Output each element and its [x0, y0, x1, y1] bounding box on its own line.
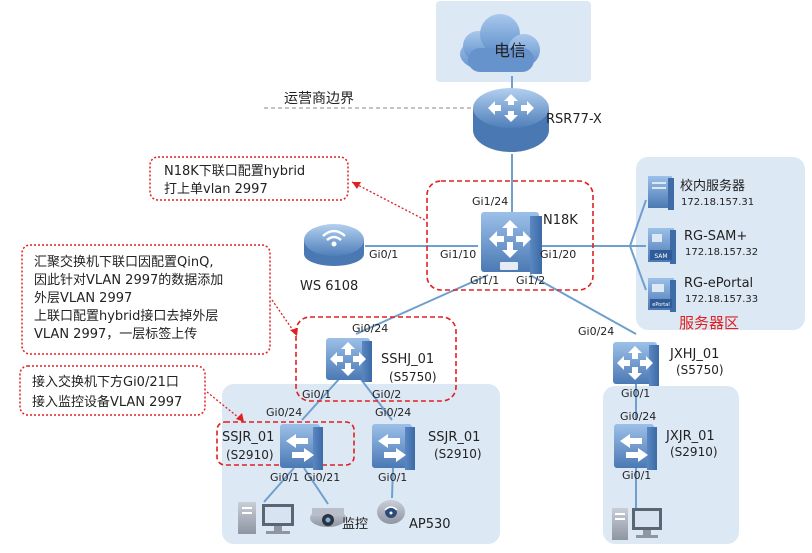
port-n18k-dl1: Gi1/1 — [470, 274, 499, 287]
server-2-ip: 172.18.157.32 — [685, 247, 758, 258]
access-switch-icon — [614, 424, 657, 470]
agg-note-line-4: 上联口配置hybrid接口去掉外层 — [34, 308, 218, 324]
port-ssjr1-dl1: Gi0/1 — [270, 471, 299, 484]
n18k-label: N18K — [543, 213, 578, 228]
server-1-ip: 172.18.157.31 — [681, 197, 754, 208]
agg-note-line-3: 外层VLAN 2997 — [34, 291, 132, 306]
cloud-icon — [460, 14, 540, 72]
server-3-name: RG-ePortal — [684, 276, 753, 291]
wireless-controller-icon — [304, 224, 364, 266]
port-jxjr-up: Gi0/24 — [620, 410, 656, 423]
agg-note-line-1: 汇聚交换机下联口因配置QinQ, — [34, 254, 213, 270]
agg-note-line-2: 因此针对VLAN 2997的数据添加 — [34, 272, 223, 288]
jxhj-model: (S5750) — [676, 363, 724, 377]
n18k-note-line-1: N18K下联口配置hybrid — [164, 164, 305, 179]
core-switch-icon — [481, 212, 542, 274]
access-note-box — [19, 365, 206, 416]
port-jxhj-dl: Gi0/1 — [621, 387, 650, 400]
access-switch-icon — [372, 424, 415, 470]
cloud-label: 电信 — [494, 41, 526, 60]
agg-note-line-5: VLAN 2997，一层标签上传 — [34, 326, 197, 342]
arrow-head-agg — [290, 328, 298, 336]
router-label: RSR77-X — [546, 112, 602, 127]
camera-label: 监控 — [342, 517, 368, 532]
ws-label: WS 6108 — [300, 279, 358, 294]
port-jxhj-up: Gi0/24 — [578, 325, 614, 338]
router-icon — [473, 88, 549, 152]
port-ssjr1-dl21: Gi0/21 — [304, 471, 340, 484]
sshj-model: (S5750) — [389, 370, 437, 384]
port-n18k-left: Gi1/10 — [440, 248, 476, 261]
port-sshj-up: Gi0/24 — [352, 322, 388, 335]
access-note-line-1: 接入交换机下方Gi0/21口 — [32, 374, 179, 390]
port-n18k-right: Gi1/20 — [540, 248, 576, 261]
n18k-note-line-2: 打上单vlan 2997 — [164, 182, 268, 197]
pc-icon — [238, 502, 294, 534]
port-ssjr2-dl: Gi0/1 — [378, 471, 407, 484]
server-2-name: RG-SAM+ — [684, 229, 747, 244]
ssjr2-model: (S2910) — [434, 447, 482, 461]
server-icon — [648, 176, 674, 210]
ssjr1-model: (S2910) — [226, 448, 274, 462]
arrow-head-access — [236, 413, 244, 422]
port-n18k-dl2: Gi1/2 — [516, 274, 545, 287]
server-zone-label: 服务器区 — [679, 314, 739, 332]
links — [263, 76, 647, 508]
ssjr1-name: SSJR_01 — [222, 430, 274, 445]
camera-icon — [310, 508, 346, 527]
server-icon — [648, 278, 676, 312]
access-switch-icon — [280, 424, 323, 470]
jxjr-model: (S2910) — [670, 445, 718, 459]
sshj-highlight — [295, 316, 457, 402]
server-2-badge: SAM — [654, 253, 667, 260]
sshj-name: SSHJ_01 — [381, 352, 434, 367]
l3-switch-icon — [613, 342, 659, 386]
n18k-highlight — [426, 180, 594, 291]
server-zone — [636, 157, 805, 330]
port-ssjr1-up: Gi0/24 — [266, 406, 302, 419]
port-jxjr-dl: Gi0/1 — [622, 469, 651, 482]
port-sshj-dl1: Gi0/1 — [302, 388, 331, 401]
boundary-label: 运营商边界 — [284, 91, 354, 107]
n18k-note-box — [149, 156, 349, 201]
arrow-head-n18k — [352, 182, 361, 189]
server-3-badge: ePortal — [652, 302, 669, 308]
server-1-name: 校内服务器 — [680, 178, 745, 194]
ssjr2-name: SSJR_01 — [428, 430, 480, 445]
jxhj-name: JXHJ_01 — [669, 347, 719, 362]
server-3-ip: 172.18.157.33 — [685, 294, 758, 305]
agg-note-box — [21, 244, 271, 355]
port-ws: Gi0/1 — [369, 248, 398, 261]
server-icon — [648, 228, 676, 264]
ap-label: AP530 — [409, 517, 451, 532]
port-ssjr2-up: Gi0/24 — [375, 406, 411, 419]
l3-switch-icon — [326, 338, 372, 382]
access-point-icon — [377, 500, 405, 524]
jxjr-name: JXJR_01 — [665, 429, 715, 444]
access-note-line-2: 接入监控设备VLAN 2997 — [32, 394, 182, 410]
pc-icon — [612, 508, 662, 540]
port-n18k-up: Gi1/24 — [472, 195, 508, 208]
port-sshj-dl2: Gi0/2 — [372, 388, 401, 401]
